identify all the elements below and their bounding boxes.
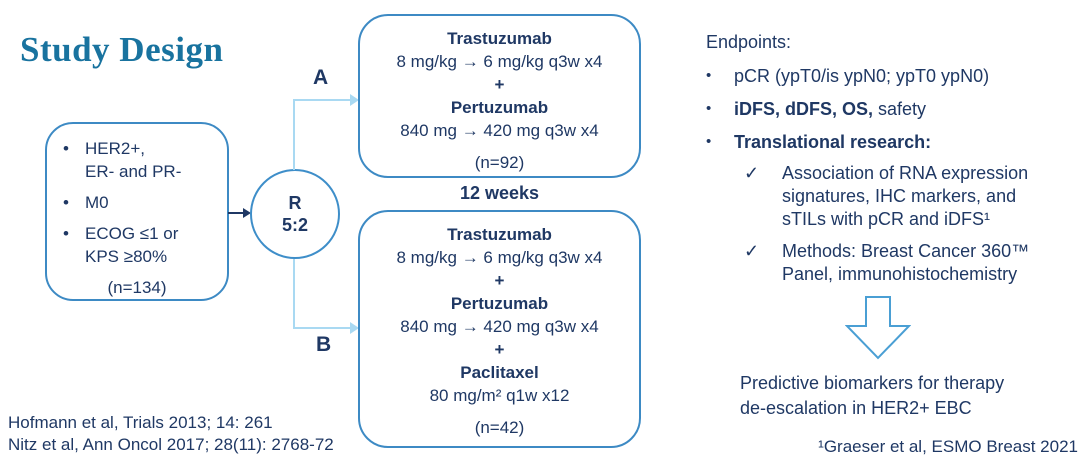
check-item-text: Association of RNA expression signatures… — [782, 163, 1029, 229]
endpoint-text-segment: Translational research: — [734, 132, 932, 152]
citation-line: Hofmann et al, Trials 2013; 14: 261 — [8, 413, 273, 432]
branch-a-arrowhead-icon — [350, 94, 359, 106]
endpoint-bullet-text: pCR (ypT0/is ypN0; ypT0 ypN0) — [734, 65, 989, 87]
eligibility-n-label: (n=134) — [107, 278, 167, 297]
eligibility-bullet: • M0 — [63, 191, 221, 214]
arm-a-drug1: Trastuzumab — [447, 29, 552, 48]
arm-a-dose2: 840 mg → 420 mg q3w x4 — [400, 121, 599, 140]
arm-b-dose2: 840 mg → 420 mg q3w x4 — [400, 317, 599, 336]
arm-b-drug2: Pertuzumab — [450, 294, 549, 313]
eligibility-bullet-text: HER2+, ER- and PR- — [85, 139, 182, 181]
bullet-icon: • — [706, 67, 712, 84]
arm-b-n-label: (n=42) — [474, 418, 525, 437]
arm-b-box: Trastuzumab 8 mg/kg → 6 mg/kg q3w x4 + P… — [358, 210, 641, 448]
branch-a-connector-horizontal — [293, 99, 350, 101]
randomization-circle: R 5:2 — [250, 169, 340, 259]
bullet-icon: • — [706, 133, 712, 150]
branch-b-connector-horizontal — [293, 327, 350, 329]
endpoint-bullet-text: iDFS, dDFS, OS, safety — [734, 98, 926, 120]
endpoint-text-segment: iDFS, dDFS, OS, — [734, 99, 874, 119]
conclusion-text: Predictive biomarkers for therapy de-esc… — [740, 373, 1005, 418]
entry-connector-arrowhead-icon — [243, 208, 251, 218]
bullet-icon: • — [706, 100, 712, 117]
endpoint-bullet-text: Translational research: — [734, 131, 931, 153]
bullet-icon: • — [63, 224, 69, 243]
arm-a-label: A — [313, 66, 329, 89]
check-item-text: Methods: Breast Cancer 360™ Panel, immun… — [782, 241, 1030, 284]
arm-a-dose1: 8 mg/kg → 6 mg/kg q3w x4 — [396, 52, 603, 71]
endpoint-bullet: • Translational research: — [706, 131, 1078, 153]
endpoint-text-segment: safety — [873, 99, 927, 119]
footnote-reference: ¹Graeser et al, ESMO Breast 2021 — [818, 437, 1078, 456]
arm-b-label: B — [316, 333, 332, 356]
arm-b-plus2: + — [494, 340, 505, 359]
arm-b-dose3: 80 mg/m² q1w x12 — [429, 386, 570, 405]
translational-check-item: ✓ Methods: Breast Cancer 360™ Panel, imm… — [744, 240, 1046, 286]
eligibility-bullet-text: M0 — [85, 193, 109, 212]
arm-a-box: Trastuzumab 8 mg/kg → 6 mg/kg q3w x4 + P… — [358, 14, 641, 178]
arm-b-plus1: + — [494, 271, 505, 290]
branch-a-connector-vertical — [293, 99, 295, 170]
arm-b-drug1: Trastuzumab — [447, 225, 552, 244]
arm-b-drug3: Paclitaxel — [460, 363, 539, 382]
bullet-icon: • — [63, 193, 69, 212]
branch-b-connector-vertical — [293, 259, 295, 328]
arm-a-n-label: (n=92) — [474, 153, 525, 172]
citations: Hofmann et al, Trials 2013; 14: 261 Nitz… — [8, 412, 334, 456]
endpoints-heading: Endpoints: — [706, 32, 792, 52]
arm-a-plus: + — [494, 75, 505, 94]
citation-line: Nitz et al, Ann Oncol 2017; 28(11): 2768… — [8, 435, 334, 454]
eligibility-bullet-text: ECOG ≤1 or KPS ≥80% — [85, 224, 179, 266]
entry-connector-line — [228, 212, 244, 214]
eligibility-box: • HER2+, ER- and PR- • M0 • ECOG ≤1 or K… — [45, 122, 229, 301]
endpoint-text-segment: pCR (ypT0/is ypN0; ypT0 ypN0) — [734, 66, 990, 86]
endpoint-bullet: • pCR (ypT0/is ypN0; ypT0 ypN0) — [706, 65, 1078, 87]
arm-a-drug2: Pertuzumab — [450, 98, 549, 117]
checkmark-icon: ✓ — [744, 163, 760, 183]
eligibility-bullet: • ECOG ≤1 or KPS ≥80% — [63, 222, 221, 268]
bullet-icon: • — [63, 139, 69, 158]
translational-check-item: ✓ Association of RNA expression signatur… — [744, 162, 1046, 231]
eligibility-bullet: • HER2+, ER- and PR- — [63, 137, 221, 183]
checkmark-icon: ✓ — [744, 241, 760, 261]
arm-b-dose1: 8 mg/kg → 6 mg/kg q3w x4 — [396, 248, 603, 267]
endpoint-bullet: • iDFS, dDFS, OS, safety — [706, 98, 1078, 120]
slide-title: Study Design — [20, 30, 224, 69]
branch-b-arrowhead-icon — [350, 322, 359, 334]
duration-label: 12 weeks — [459, 183, 540, 203]
randomization-label: R 5:2 — [281, 193, 308, 235]
down-arrow-icon — [845, 296, 911, 360]
